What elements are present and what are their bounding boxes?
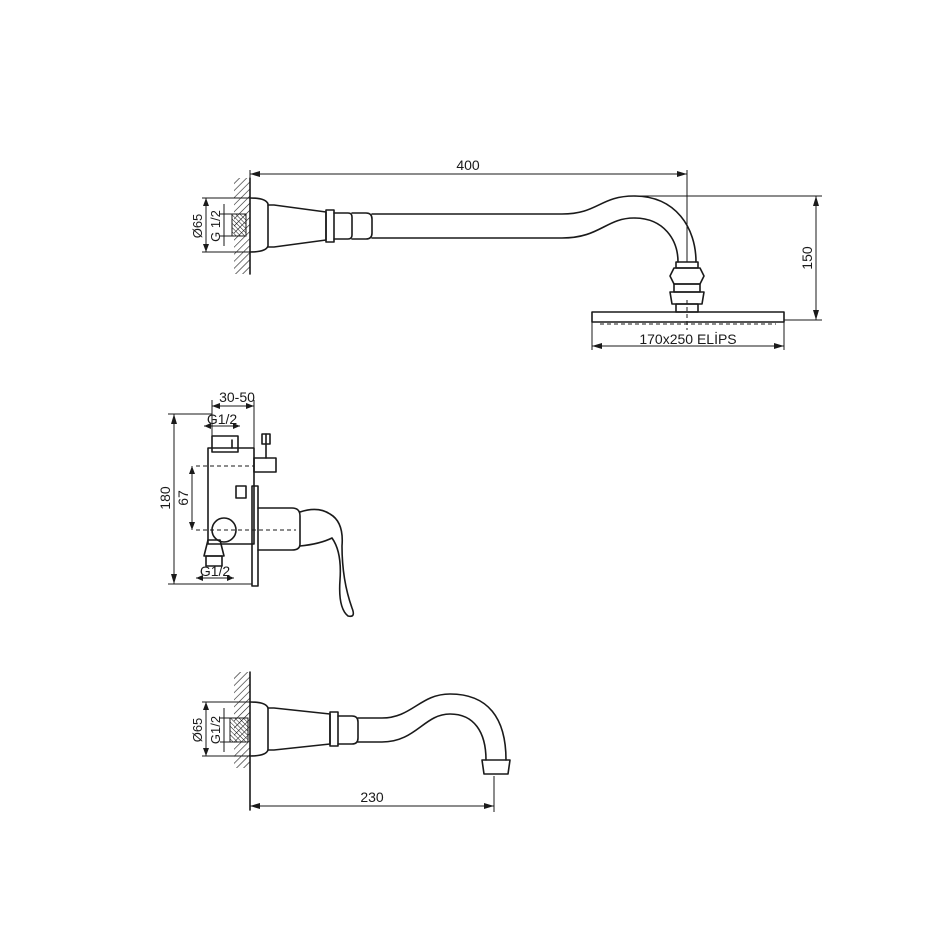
dimension-head-size: 170x250 ELİPS (639, 330, 736, 347)
dimension-mixer-height: 180 (157, 486, 173, 510)
mixer-lever (257, 507, 301, 551)
dimension-spout-thread: G1/2 (208, 716, 223, 744)
dimension-arm-length: 400 (456, 157, 480, 173)
dimension-arm-diameter: Ø65 (190, 214, 205, 239)
dimension-inlet-spacing: 67 (175, 490, 191, 506)
outlet-ring (211, 517, 237, 543)
dimension-top-thread: G1/2 (207, 411, 238, 427)
arm-body (267, 204, 327, 248)
spout-tube (357, 693, 507, 761)
spout-thread-insert (229, 717, 249, 743)
shower-arm-view: 400 150 170x250 ELİPS Ø65 G 1/2 (190, 157, 822, 350)
dimension-arm-thread: G 1/2 (208, 210, 223, 242)
mixer-body (207, 447, 255, 545)
spout-view: Ø65 G1/2 230 (190, 671, 511, 812)
mixer-view: 30-50 G1/2 180 67 G1/2 (157, 389, 355, 618)
dimension-mixer-depth: 30-50 (219, 389, 255, 405)
dimension-spout-length: 230 (360, 789, 384, 805)
dimension-spout-diameter: Ø65 (190, 718, 205, 743)
wall-plate (251, 485, 259, 587)
wall-flange (249, 197, 269, 253)
dimension-bottom-thread: G1/2 (200, 563, 231, 579)
shower-head (591, 311, 785, 323)
spout-body (267, 707, 331, 751)
dimension-arm-drop: 150 (799, 246, 815, 270)
spout-flange (249, 701, 269, 757)
arm-tube (371, 195, 697, 263)
thread-insert (231, 213, 247, 237)
